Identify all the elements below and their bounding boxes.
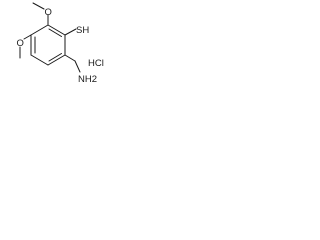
ring-bond	[30, 24, 49, 36]
benzene-ring	[30, 24, 66, 66]
aminomethyl-bond-2	[74, 60, 81, 73]
salt-label: HCl	[88, 58, 104, 69]
chemical-structure-diagram: O O SH HCl NH2	[17, 2, 104, 85]
ring-bond	[47, 24, 66, 36]
amine-label: NH2	[78, 74, 97, 85]
ring-bond	[30, 54, 49, 66]
substituent-bonds	[19, 2, 81, 73]
methoxy-top-oxygen-label: O	[45, 7, 52, 18]
ring-bond	[47, 54, 66, 66]
thiol-label: SH	[76, 25, 89, 36]
ring-double-bond	[48, 28, 62, 37]
methoxy-top-methyl-bond	[32, 2, 45, 10]
thiol-bond	[64, 28, 77, 36]
methoxy-left-oxygen-label: O	[17, 38, 24, 49]
aminomethyl-bond-1	[64, 54, 76, 62]
ring-double-bond	[48, 53, 62, 62]
methoxy-left-bond	[23, 34, 32, 40]
